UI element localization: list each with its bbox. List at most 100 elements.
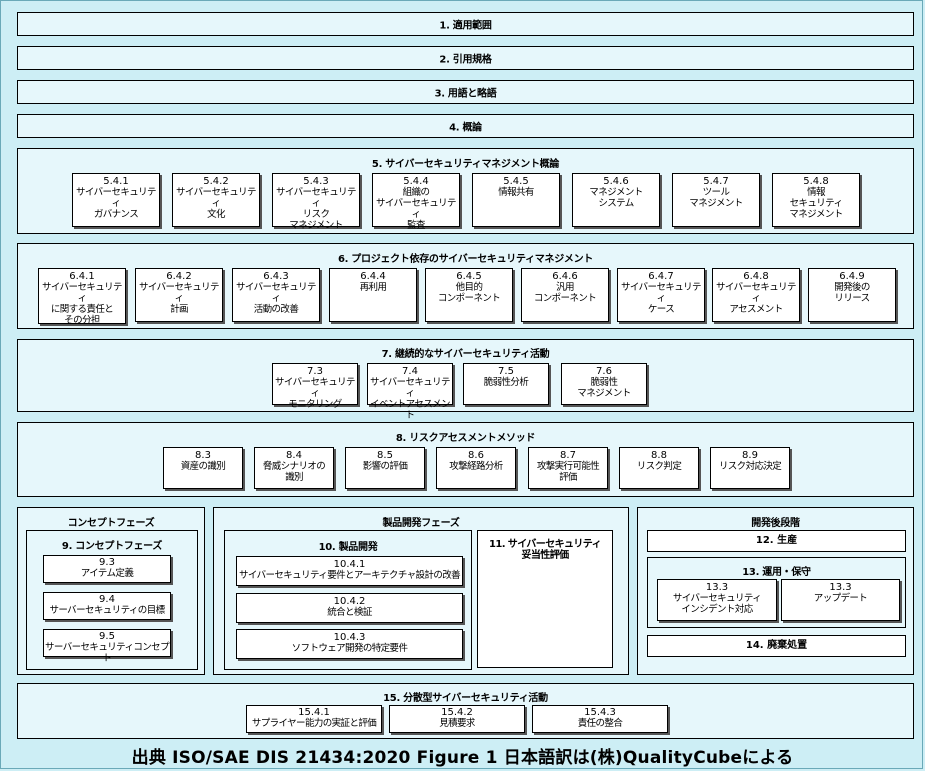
card-label: 攻撃実行可能性 評価 <box>536 461 600 483</box>
card-label: 統合と検証 <box>327 607 372 618</box>
section-2-bar: 2. 引用規格 <box>17 46 914 70</box>
section-4-bar: 4. 概論 <box>17 114 914 138</box>
section-8-title: 8. リスクアセスメントメソッド <box>395 433 536 444</box>
card-number: 6.4.5 <box>456 271 482 282</box>
card-label: 汎用 コンポーネント <box>533 282 597 304</box>
product-phase-title: 製品開発フェーズ <box>382 518 460 529</box>
card-number: 8.9 <box>742 450 758 461</box>
card-number: 8.4 <box>286 450 302 461</box>
card-number: 5.4.2 <box>203 176 229 187</box>
card-number: 6.4.4 <box>360 271 386 282</box>
card-number: 6.4.1 <box>69 271 95 282</box>
section-12-production: 12. 生産 <box>647 530 906 552</box>
card-label: リスク対応決定 <box>718 461 782 472</box>
card-label: サイバーセキュリティ ケース <box>621 282 702 315</box>
card-number: 6.4.7 <box>648 271 674 282</box>
card-number: 13.3 <box>705 582 729 593</box>
card-label: 責任の整合 <box>577 718 623 729</box>
card-label: サイバーセキュリティ ガバナンス <box>76 187 157 220</box>
card-label: 見積要求 <box>439 718 475 729</box>
card-number: 6.4.3 <box>263 271 289 282</box>
card-label: アップデート <box>813 593 868 604</box>
post-phase-title: 開発後段階 <box>751 518 800 529</box>
card-number: 10.4.1 <box>333 559 366 570</box>
card-label: サイバーセキュリティ 活動の改善 <box>236 282 317 315</box>
card-number: 9.4 <box>99 594 115 605</box>
card-number: 6.4.9 <box>839 271 865 282</box>
card-number: 5.4.4 <box>403 176 429 187</box>
card-number: 6.4.2 <box>166 271 192 282</box>
card-label: マネジメント システム <box>589 187 643 209</box>
card-label: 開発後の リリース <box>834 282 870 304</box>
section-3-bar: 3. 用語と略語 <box>17 80 914 104</box>
card-label: サイバーセキュリティ 文化 <box>176 187 257 220</box>
card-label: サーバーセキュリティの目標 <box>49 605 165 616</box>
card-number: 7.5 <box>498 366 514 377</box>
card-label: 脆弱性 マネジメント <box>577 377 631 399</box>
section-11-validation: 11. サイバーセキュリティ 妥当性評価 <box>477 530 613 668</box>
section-1-bar: 1. 適用範囲 <box>17 12 914 36</box>
section-5-title: 5. サイバーセキュリティマネジメント概論 <box>371 159 560 170</box>
card-label: サイバーセキュリティ インシデント対応 <box>672 593 762 615</box>
card-number: 5.4.8 <box>803 176 829 187</box>
card-label: サイバーセキュリティ 計画 <box>139 282 220 315</box>
section-14-disposal: 14. 廃棄処置 <box>647 635 906 657</box>
section-6-title: 6. プロジェクト依存のサイバーセキュリティマネジメント <box>337 254 594 265</box>
card-number: 5.4.6 <box>603 176 629 187</box>
card-number: 7.6 <box>596 366 612 377</box>
card-number: 5.4.5 <box>503 176 529 187</box>
card-number: 10.4.3 <box>333 632 366 643</box>
source-caption: 出典 ISO/SAE DIS 21434:2020 Figure 1 日本語訳は… <box>131 748 794 768</box>
section-10-title: 10. 製品開発 <box>318 542 378 553</box>
card-number: 8.8 <box>651 450 667 461</box>
section-3-title: 3. 用語と略語 <box>434 88 497 100</box>
card-number: 13.3 <box>829 582 852 593</box>
section-4-title: 4. 概論 <box>449 122 482 134</box>
card-number: 5.4.7 <box>703 176 729 187</box>
card-number: 9.5 <box>99 631 115 642</box>
card-label: サイバーセキュリティ イベントアセスメント <box>370 377 451 421</box>
card-number: 10.4.2 <box>333 596 366 607</box>
card-label: ソフトウェア開発の特定要件 <box>291 643 408 654</box>
card-number: 15.4.3 <box>584 707 616 718</box>
card-label: 組織の サイバーセキュリティ 監査 <box>376 187 457 231</box>
card-number: 15.4.1 <box>298 707 330 718</box>
card-number: 9.3 <box>99 557 115 568</box>
card-label: 情報共有 <box>498 187 534 198</box>
card-label: サイバーセキュリティ リスク マネジメント <box>276 187 357 231</box>
card-label: 資産の識別 <box>180 461 226 472</box>
card-label: リスク判定 <box>636 461 682 472</box>
